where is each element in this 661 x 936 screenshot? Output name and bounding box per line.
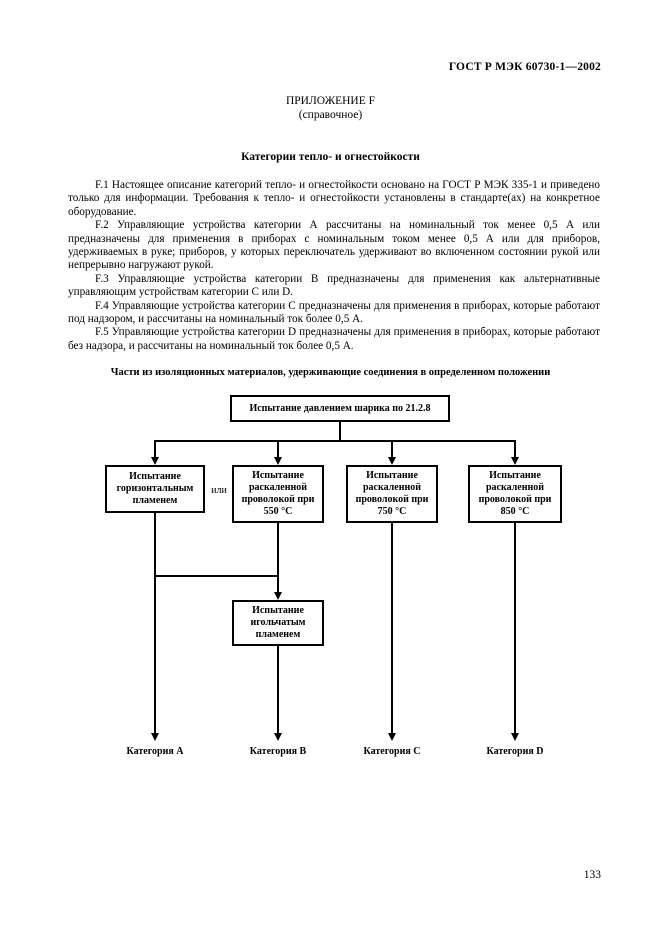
flow-line bbox=[154, 440, 516, 442]
page-number: 133 bbox=[583, 869, 601, 881]
arrow-down-icon bbox=[511, 457, 519, 465]
body-text: F.1 Настоящее описание категорий тепло- … bbox=[68, 179, 600, 353]
arrow-down-icon bbox=[151, 733, 159, 741]
flow-line bbox=[154, 440, 156, 457]
appendix-heading: ПРИЛОЖЕНИЕ F (справочное) bbox=[0, 94, 661, 122]
arrow-down-icon bbox=[274, 592, 282, 600]
paragraph-f1: F.1 Настоящее описание категорий тепло- … bbox=[68, 179, 600, 218]
category-a-label: Категория А bbox=[126, 746, 184, 757]
arrow-down-icon bbox=[274, 733, 282, 741]
paragraph-f5: F.5 Управляющие устройства категории D п… bbox=[68, 326, 600, 352]
flow-line bbox=[391, 440, 393, 457]
flowchart-box-glow-wire-550-test: Испытание раскаленной проволокой при 550… bbox=[232, 465, 324, 523]
arrow-down-icon bbox=[511, 733, 519, 741]
flow-line bbox=[339, 422, 341, 442]
flow-line bbox=[277, 575, 279, 592]
flow-line bbox=[514, 440, 516, 457]
paragraph-f3: F.3 Управляющие устройства категории В п… bbox=[68, 272, 600, 299]
diagram-title: Части из изоляционных материалов, удержи… bbox=[110, 367, 551, 378]
category-d-label: Категория D bbox=[486, 746, 544, 757]
flow-line bbox=[277, 523, 279, 577]
flow-line bbox=[391, 523, 393, 733]
flow-line bbox=[154, 513, 156, 733]
arrow-down-icon bbox=[388, 457, 396, 465]
paragraph-f4: F.4 Управляющие устройства категории С п… bbox=[68, 299, 600, 326]
flow-line bbox=[154, 575, 279, 577]
flow-line bbox=[514, 523, 516, 733]
arrow-down-icon bbox=[151, 457, 159, 465]
flowchart-box-glow-wire-750-test: Испытание раскаленной проволокой при 750… bbox=[346, 465, 438, 523]
flowchart-box-horizontal-flame-test: Испытание горизонтальным пламенем bbox=[105, 465, 205, 513]
or-label: или bbox=[211, 485, 227, 496]
flowchart-box-glow-wire-850-test: Испытание раскаленной проволокой при 850… bbox=[468, 465, 562, 523]
arrow-down-icon bbox=[274, 457, 282, 465]
flowchart-box-ball-pressure-test: Испытание давлением шарика по 21.2.8 bbox=[230, 395, 450, 422]
section-title: Категории тепло- и огнестойкости bbox=[241, 151, 420, 163]
document-code: ГОСТ Р МЭК 60730-1—2002 bbox=[448, 61, 601, 73]
flowchart: Испытание давлением шарика по 21.2.8 Исп… bbox=[0, 385, 661, 770]
category-c-label: Категория С bbox=[363, 746, 421, 757]
appendix-subtitle: (справочное) bbox=[298, 109, 363, 121]
flowchart-box-needle-flame-test: Испытание игольчатым пламенем bbox=[232, 600, 324, 646]
paragraph-f2: F.2 Управляющие устройства категории А р… bbox=[68, 219, 600, 272]
arrow-down-icon bbox=[388, 733, 396, 741]
category-b-label: Категория В bbox=[249, 746, 307, 757]
flow-line bbox=[277, 440, 279, 457]
appendix-title: ПРИЛОЖЕНИЕ F bbox=[285, 95, 376, 107]
flow-line bbox=[277, 646, 279, 733]
